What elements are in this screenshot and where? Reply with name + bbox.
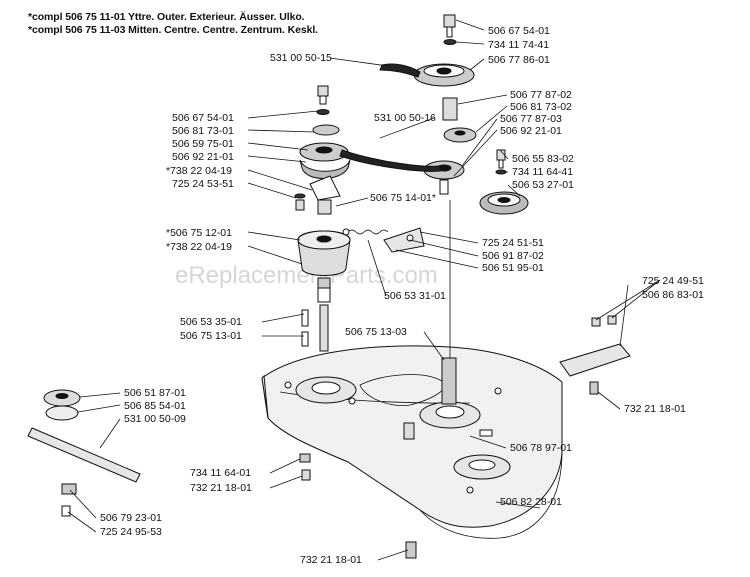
label-506-85-54-01: 506 85 54-01 — [124, 400, 186, 412]
label-506-86-83-01: 506 86 83-01 — [642, 289, 704, 301]
header-line-center: *compl 506 75 11-03 Mitten. Centre. Cent… — [28, 24, 318, 36]
tension-arm — [342, 227, 425, 253]
label-506-53-35-01: 506 53 35-01 — [180, 316, 242, 328]
idler-pulley-right — [479, 149, 529, 215]
label-738-22-04-19-b: *738 22 04-19 — [166, 241, 232, 253]
fasteners-misc — [294, 193, 417, 559]
label-506-92-21-01-left: 506 92 21-01 — [172, 151, 234, 163]
label-506-81-73-01: 506 81 73-01 — [172, 125, 234, 137]
label-506-51-87-01: 506 51 87-01 — [124, 387, 186, 399]
label-734-11-74-41: 734 11 74-41 — [488, 39, 549, 51]
label-506-91-87-02: 506 91 87-02 — [482, 250, 544, 262]
label-506-75-12-01: *506 75 12-01 — [166, 227, 232, 239]
label-506-82-28-01: 506 82 28-01 — [500, 496, 562, 508]
pulley-upper-right — [379, 14, 475, 121]
label-738-22-04-19-a: *738 22 04-19 — [166, 165, 232, 177]
label-506-55-83-02: 506 55 83-02 — [512, 153, 574, 165]
label-506-77-86-01: 506 77 86-01 — [488, 54, 550, 66]
label-506-75-14-01: 506 75 14-01* — [370, 192, 436, 204]
label-734-11-64-01: 734 11 64-01 — [190, 467, 251, 479]
pulley-middle-right — [423, 127, 477, 195]
label-506-51-95-01: 506 51 95-01 — [482, 262, 544, 274]
leader-lines — [67, 19, 661, 561]
label-506-78-97-01: 506 78 97-01 — [510, 442, 572, 454]
label-506-77-87-03: 506 77 87-03 — [500, 113, 562, 125]
pulley-spindle-left — [299, 85, 441, 215]
label-531-00-50-09: 531 00 50-09 — [124, 413, 186, 425]
label-506-75-13-01: 506 75 13-01 — [180, 330, 242, 342]
label-725-24-53-51: 725 24 53-51 — [172, 178, 234, 190]
label-725-24-49-51: 725 24 49-51 — [642, 275, 704, 287]
bracket-right — [559, 315, 631, 395]
label-531-00-50-16: 531 00 50-16 — [374, 112, 436, 124]
label-506-77-87-02: 506 77 87-02 — [510, 89, 572, 101]
label-531-00-50-15: 531 00 50-15 — [270, 52, 332, 64]
label-506-67-54-01-top: 506 67 54-01 — [488, 25, 550, 37]
label-506-81-73-02: 506 81 73-02 — [510, 101, 572, 113]
label-732-21-18-01-bottom: 732 21 18-01 — [300, 554, 362, 566]
spindle-housing — [297, 230, 351, 352]
label-732-21-18-01-middle: 732 21 18-01 — [190, 482, 252, 494]
label-506-79-23-01: 506 79 23-01 — [100, 512, 162, 524]
blade-assembly — [27, 389, 141, 517]
label-725-24-95-53: 725 24 95-53 — [100, 526, 162, 538]
label-506-53-31-01: 506 53 31-01 — [384, 290, 446, 302]
label-506-75-13-03: 506 75 13-03 — [345, 326, 407, 338]
label-506-67-54-01-left: 506 67 54-01 — [172, 112, 234, 124]
header-line-outer: *compl 506 75 11-01 Yttre. Outer. Exteri… — [28, 11, 305, 23]
part-labels: 506 67 54-01 734 11 74-41 506 77 86-01 5… — [100, 25, 704, 566]
mower-deck — [261, 345, 563, 539]
label-732-21-18-01-right: 732 21 18-01 — [624, 403, 686, 415]
label-506-92-21-01-right: 506 92 21-01 — [500, 125, 562, 137]
label-725-24-51-51: 725 24 51-51 — [482, 237, 544, 249]
label-506-53-27-01: 506 53 27-01 — [512, 179, 574, 191]
label-506-59-75-01: 506 59 75-01 — [172, 138, 234, 150]
label-734-11-64-41: 734 11 64-41 — [512, 166, 573, 178]
